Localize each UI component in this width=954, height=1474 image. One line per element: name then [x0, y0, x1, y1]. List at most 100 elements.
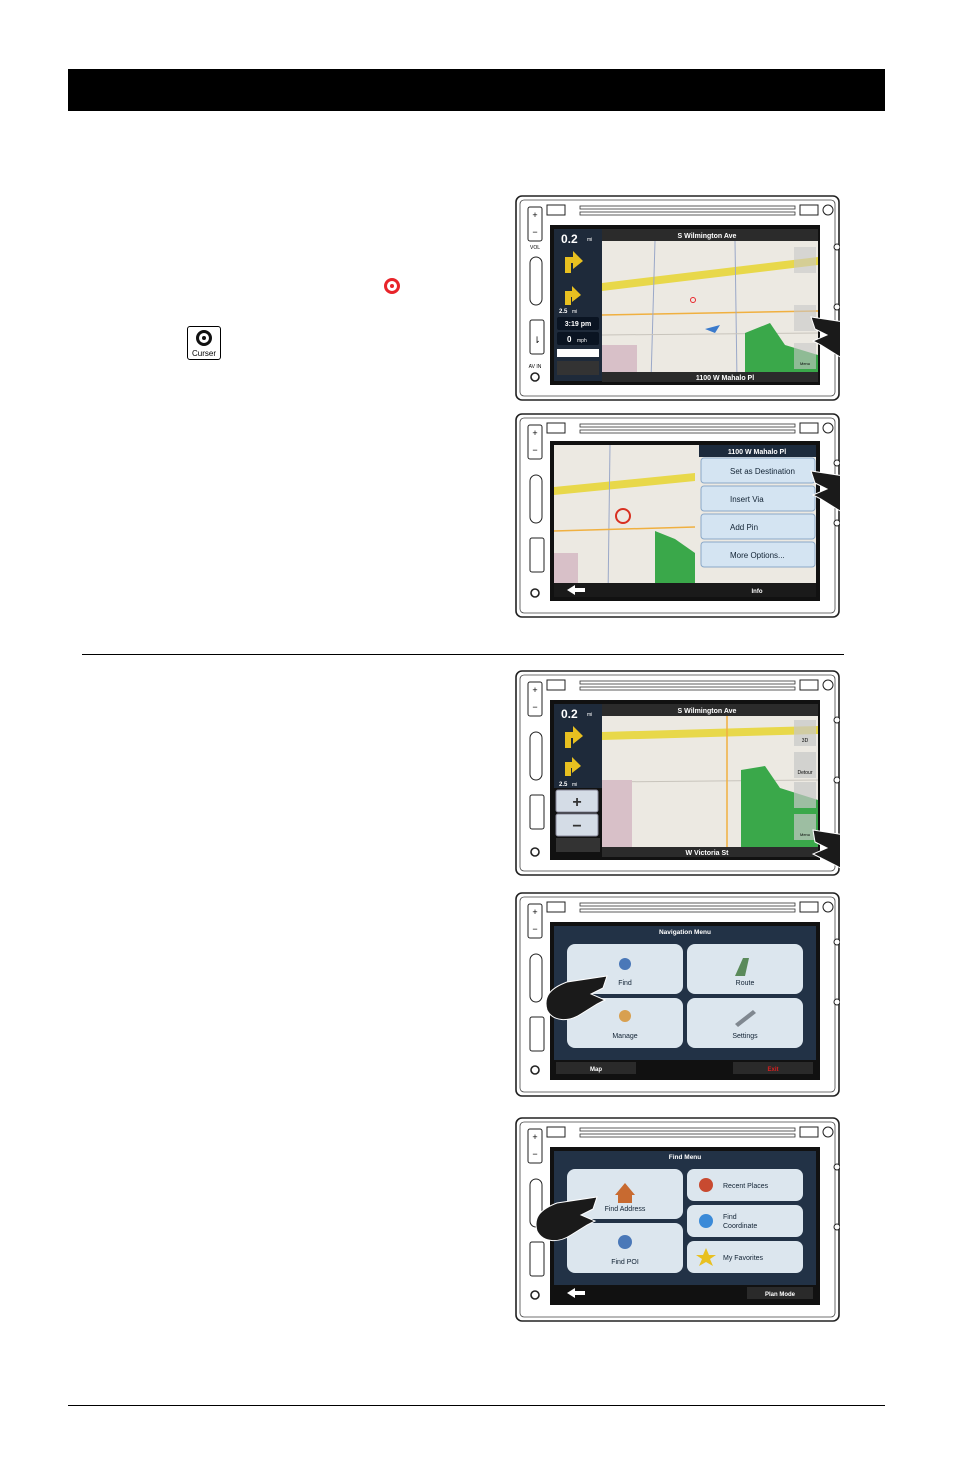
plan-mode-label: Plan Mode — [765, 1292, 796, 1298]
globe-icon — [699, 1214, 713, 1228]
distance-main: 0.2 — [561, 232, 578, 246]
settings-icon — [735, 1010, 756, 1027]
svg-text:+: + — [532, 428, 537, 438]
find-coordinate-label-line2: Coordinate — [723, 1223, 757, 1230]
recent-places-icon — [699, 1178, 713, 1192]
top-street-name: S Wilmington Ave — [678, 708, 737, 715]
recent-places-tile[interactable] — [687, 1169, 803, 1201]
distance-next-unit: mi — [572, 309, 577, 315]
device-destination-popup: + − 1100 W Mahalo Pl Set as Destination … — [515, 413, 840, 618]
settings-tile[interactable] — [687, 998, 803, 1048]
distance-main-unit: mi — [587, 237, 592, 243]
curser-button-label: Curser — [191, 349, 216, 358]
pointing-hand-icon — [810, 470, 840, 512]
pointing-hand-icon — [811, 829, 840, 869]
find-coordinate-label-line1: Find — [723, 1214, 737, 1221]
add-pin-button[interactable] — [700, 513, 816, 540]
header-bar — [68, 69, 885, 111]
zoom-out-button[interactable] — [555, 813, 599, 837]
svg-text:−: − — [532, 702, 537, 712]
manage-tile[interactable] — [567, 998, 683, 1048]
find-poi-label: Find POI — [611, 1259, 639, 1266]
distance-next: 2.5 — [559, 782, 568, 788]
svg-text:⇂: ⇂ — [533, 335, 541, 345]
find-coordinate-tile[interactable] — [687, 1205, 803, 1237]
curser-button: Curser — [187, 326, 221, 360]
speed-unit: mph — [577, 338, 587, 344]
my-favorites-label: My Favorites — [723, 1255, 764, 1262]
curser-icon — [196, 330, 212, 346]
star-icon — [696, 1248, 716, 1266]
distance-next: 2.5 — [559, 309, 568, 315]
device-map-view: + − VOL ⇂ AV IN S Wilmington Ave 1100 W … — [515, 195, 840, 401]
svg-text:+: + — [532, 685, 537, 695]
insert-via-button[interactable] — [700, 485, 816, 512]
detour-button[interactable] — [794, 752, 816, 778]
footer-rule — [68, 1405, 885, 1406]
route-tile-label: Route — [736, 980, 755, 987]
map-cursor-icon — [615, 508, 631, 524]
plan-mode-button[interactable] — [747, 1287, 813, 1299]
find-address-label: Find Address — [605, 1206, 646, 1213]
av-in-label: AV IN — [529, 364, 542, 370]
svg-text:−: − — [532, 1149, 537, 1159]
svg-text:−: − — [532, 924, 537, 934]
next-turn-arrow-icon — [565, 757, 581, 776]
find-tile-label: Find — [618, 980, 632, 987]
more-options-button[interactable] — [700, 541, 816, 568]
more-options-label: More Options... — [730, 551, 785, 560]
vol-label: VOL — [530, 245, 540, 251]
my-favorites-tile[interactable] — [687, 1241, 803, 1273]
set-as-destination-button[interactable] — [700, 457, 816, 484]
detour-button-label: Detour — [797, 770, 812, 776]
map-button[interactable] — [556, 1062, 636, 1074]
distance-main: 0.2 — [561, 707, 578, 721]
menu-button-label: Menu — [800, 361, 810, 366]
bottom-street-name: 1100 W Mahalo Pl — [696, 375, 754, 382]
menu-button[interactable] — [794, 343, 816, 369]
pointing-hand-icon — [535, 1196, 598, 1241]
cursor-target-icon — [384, 278, 400, 294]
distance-main-unit: mi — [587, 712, 592, 718]
pointing-hand-icon — [810, 316, 840, 358]
device-map-zoom-view: + − S Wilmington Ave W Victoria St 0.2 m… — [515, 670, 840, 876]
svg-text:+: + — [532, 907, 537, 917]
binoculars-icon — [619, 958, 631, 970]
settings-tile-label: Settings — [732, 1033, 758, 1040]
back-arrow-icon[interactable] — [567, 585, 585, 595]
popup-title: 1100 W Mahalo Pl — [728, 449, 786, 456]
exit-button-label: Exit — [767, 1067, 778, 1073]
top-street-name: S Wilmington Ave — [678, 233, 737, 240]
zoom-in-icon: + — [572, 794, 581, 811]
menu-button-label: Menu — [800, 832, 810, 837]
svg-text:+: + — [532, 210, 537, 220]
zoom-in-button[interactable] — [555, 789, 599, 813]
speed-value: 0 — [567, 335, 572, 344]
exit-button[interactable] — [733, 1062, 813, 1074]
device-find-menu: + − Find Menu Find Address Find POI Rece… — [515, 1117, 840, 1322]
3d-button-label: 3D — [802, 738, 809, 744]
add-pin-label: Add Pin — [730, 523, 758, 532]
3d-button[interactable] — [794, 720, 816, 746]
route-icon — [735, 958, 749, 976]
zoom-out-icon: − — [572, 818, 581, 835]
turn-arrow-icon — [565, 726, 583, 748]
map-button-label: Map — [590, 1067, 602, 1073]
next-turn-arrow-icon — [565, 286, 581, 305]
menu-button[interactable] — [794, 814, 816, 840]
pointing-hand-icon — [545, 975, 608, 1020]
device-navigation-menu: + − Navigation Menu Find Route Manage Se… — [515, 892, 840, 1097]
set-as-destination-label: Set as Destination — [730, 467, 795, 476]
menu-title: Find Menu — [669, 1154, 702, 1161]
house-icon — [615, 1183, 635, 1203]
clock: 3:19 pm — [565, 321, 591, 328]
recent-places-label: Recent Places — [723, 1183, 769, 1190]
info-button-label[interactable]: Info — [752, 589, 763, 595]
svg-text:−: − — [532, 227, 537, 237]
back-arrow-icon[interactable] — [567, 1288, 585, 1298]
insert-via-label: Insert Via — [730, 495, 764, 504]
section-divider — [82, 654, 844, 655]
svg-text:−: − — [532, 445, 537, 455]
svg-text:+: + — [532, 1132, 537, 1142]
bottom-street-name: W Victoria St — [685, 850, 729, 857]
